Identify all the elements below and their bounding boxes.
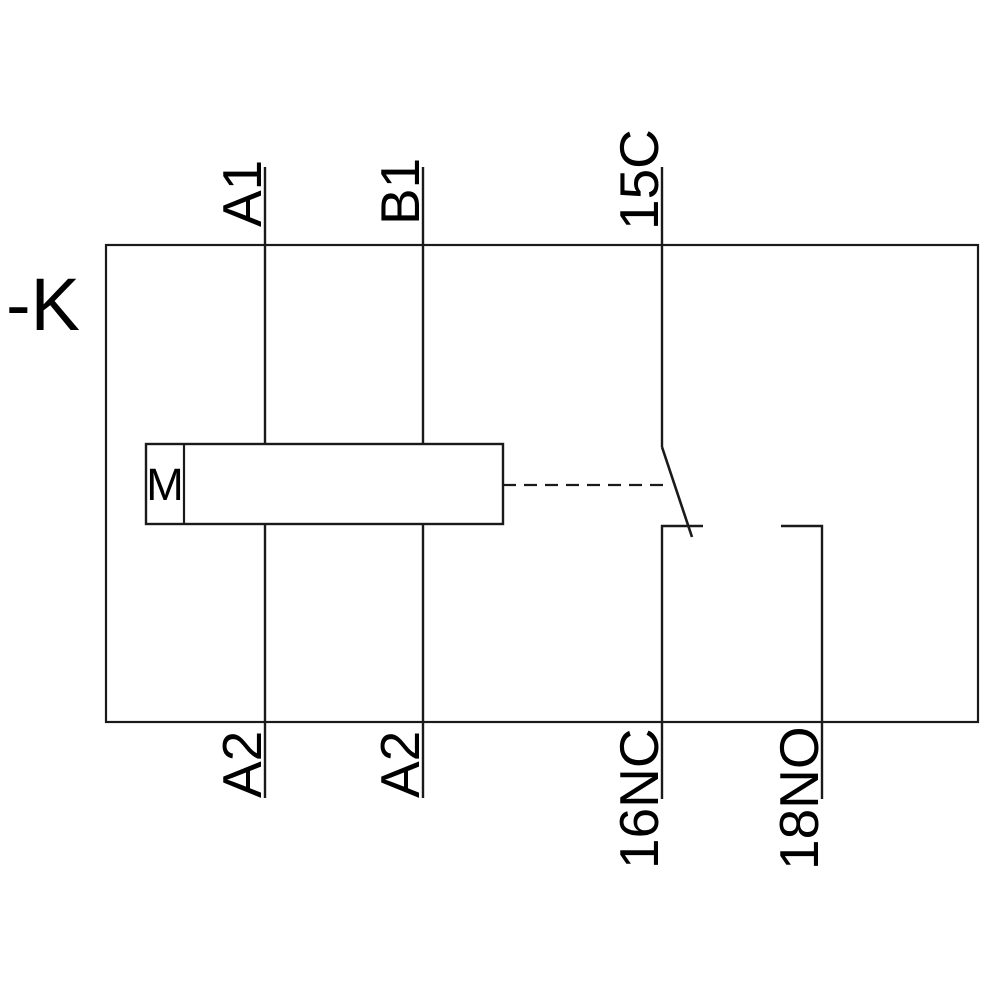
device-designation-label: -K [6,263,80,346]
terminal-label-15c: 15C [608,129,670,230]
terminal-label-b1: B1 [369,157,431,225]
enclosure-box [104,243,980,724]
contact-lever [660,446,694,538]
coil-letter-label: M [146,458,184,510]
terminal-label-a2-left: A2 [211,730,273,798]
terminal-label-a2-right: A2 [369,730,431,798]
nc-contact-seat-and-line-16nc [660,524,703,799]
coil-box [144,442,505,526]
terminal-label-a1: A1 [211,159,273,227]
no-contact-seat-and-line-18no [781,524,824,799]
terminal-label-18no: 18NO [768,726,830,870]
terminal-label-16nc: 16NC [608,728,670,869]
